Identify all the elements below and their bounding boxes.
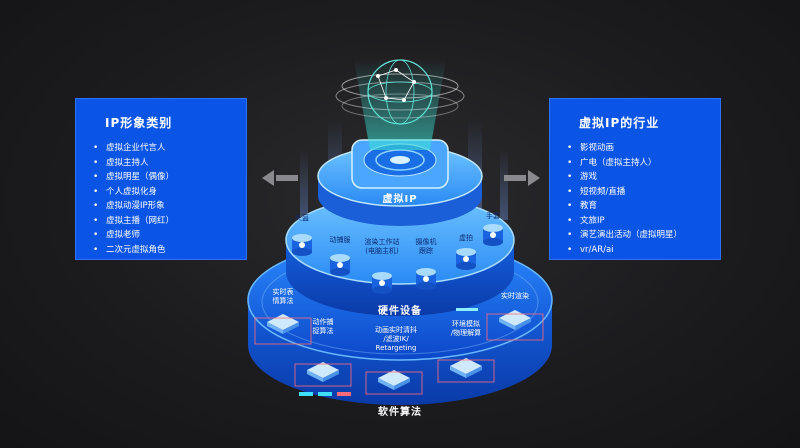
software-item-animation-filter: 动画实时清抖 /滤波IK/ Retargeting xyxy=(375,326,417,352)
software-chips xyxy=(254,310,544,395)
list-item: 虚拟主播（网红） xyxy=(93,214,247,229)
list-item: 虚拟主持人 xyxy=(93,156,247,171)
globe-icon xyxy=(335,59,465,150)
ip-category-panel: IP形象类别 虚拟企业代言人 虚拟主持人 虚拟明星（偶像） 个人虚拟化身 虚拟动… xyxy=(75,98,247,260)
list-item: 虚拟老师 xyxy=(93,228,247,243)
virtual-ip-tier xyxy=(317,139,483,226)
ip-industry-list: 影视动画 广电（虚拟主持人） 游戏 短视频/直播 教育 文旅IP 演艺演出活动（… xyxy=(567,141,721,258)
list-item: 游戏 xyxy=(567,170,721,185)
ip-industry-panel: 虚拟IP的行业 影视动画 广电（虚拟主持人） 游戏 短视频/直播 教育 文旅IP… xyxy=(549,98,721,260)
hardware-item-workstation: 渲染工作站 (电脑主机) xyxy=(364,238,400,255)
hardware-item-mocap-suit: 动捕服 xyxy=(329,236,351,244)
software-item-motion-capture-algo: 动作捕 捉算法 xyxy=(312,318,334,335)
list-item: 广电（虚拟主持人） xyxy=(567,156,721,171)
ip-category-title: IP形象类别 xyxy=(105,116,173,130)
hardware-item-helmet: 头盔 xyxy=(295,214,309,222)
hardware-item-virtual-shoot: 虚拍 xyxy=(459,234,473,242)
list-item: 影视动画 xyxy=(567,141,721,156)
list-item: 二次元虚拟角色 xyxy=(93,243,247,258)
ip-industry-title: 虚拟IP的行业 xyxy=(579,116,660,130)
software-item-facial-algo: 实时表 情算法 xyxy=(272,288,294,305)
ip-category-list: 虚拟企业代言人 虚拟主持人 虚拟明星（偶像） 个人虚拟化身 虚拟动漫IP形象 虚… xyxy=(93,141,247,258)
software-label: 软件算法 xyxy=(378,407,422,418)
virtual-ip-label: 虚拟IP xyxy=(382,194,418,205)
software-item-physics: 环境模拟 /物理解算 xyxy=(450,320,482,337)
list-item: vr/AR/ai xyxy=(567,243,721,258)
left-arrow-icon xyxy=(262,170,298,186)
hardware-item-camera-tracking: 摄像机 跟踪 xyxy=(415,238,437,255)
list-item: 虚拟企业代言人 xyxy=(93,141,247,156)
list-item: 文旅IP xyxy=(567,214,721,229)
list-item: 演艺演出活动（虚拟明星） xyxy=(567,228,721,243)
hardware-devices xyxy=(292,224,503,294)
software-item-realtime-render: 实时渲染 xyxy=(501,292,529,300)
hardware-item-glove: 手套 xyxy=(486,212,500,220)
list-item: 短视频/直播 xyxy=(567,185,721,200)
list-item: 教育 xyxy=(567,199,721,214)
list-item: 个人虚拟化身 xyxy=(93,185,247,200)
right-arrow-icon xyxy=(504,170,540,186)
hardware-label: 硬件设备 xyxy=(378,306,422,317)
list-item: 虚拟明星（偶像） xyxy=(93,170,247,185)
list-item: 虚拟动漫IP形象 xyxy=(93,199,247,214)
